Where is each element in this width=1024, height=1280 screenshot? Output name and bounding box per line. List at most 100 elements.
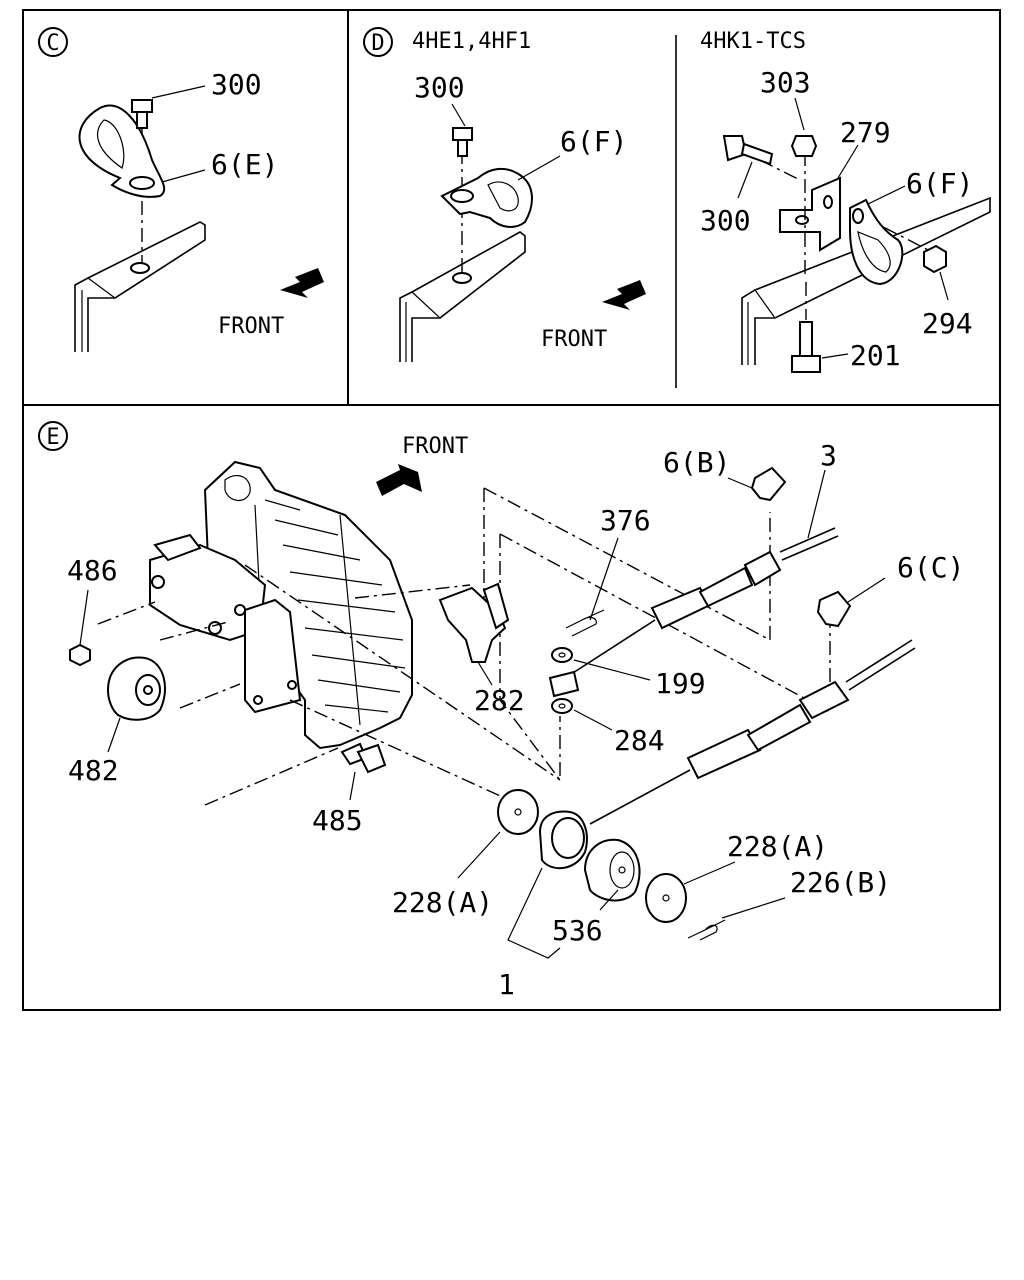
leader-226b: [721, 897, 786, 919]
label-282: 282: [474, 684, 525, 717]
label-300: 300: [211, 68, 262, 101]
frame-rail-edge: [754, 289, 776, 319]
bush-536-rubber-face: [609, 851, 635, 889]
frame-hole: [130, 262, 150, 274]
bolt-485-head: [356, 743, 387, 774]
panel-frames: [22, 9, 1001, 1011]
cable-lower: [589, 639, 916, 825]
washer-284-hole: [558, 703, 566, 709]
clamp-6e-inner: [96, 119, 125, 169]
nut-486: [69, 643, 91, 667]
variant-left-title: 4HE1,4HF1: [412, 29, 531, 54]
bush-536-cup-face: [551, 817, 585, 859]
leader-279: [837, 144, 859, 179]
guide-482: [159, 621, 229, 641]
bolt-201-shank: [799, 321, 813, 357]
guide-485: [204, 747, 339, 806]
label-199: 199: [655, 667, 706, 700]
bracket-279-slot: [823, 195, 833, 209]
bracket-279-hole: [795, 215, 809, 225]
label-284: 284: [614, 724, 665, 757]
leader-303: [794, 97, 805, 131]
leader-486: [79, 589, 89, 646]
label-536: 536: [552, 914, 603, 947]
washer-284: [551, 698, 573, 714]
label-1: 1: [498, 968, 515, 1001]
guide-housing: [244, 564, 561, 781]
front-label-d: FRONT: [541, 327, 607, 352]
nut-303: [790, 135, 818, 157]
bracket-assembly-1: [507, 867, 561, 959]
front-arrow-icon: [376, 464, 422, 496]
frame-rail-edge: [87, 239, 206, 299]
bolt-300-head: [131, 99, 153, 113]
label-201: 201: [850, 339, 901, 372]
label-226b: 226(B): [790, 866, 891, 899]
mount-bracket: [244, 598, 302, 714]
leader-300: [151, 85, 206, 99]
washer-199a: [551, 647, 573, 663]
label-6f: 6(F): [906, 167, 973, 200]
cable-end: [743, 550, 782, 587]
panel-d-id: D: [371, 31, 384, 56]
frame-rail: [741, 196, 991, 365]
clamp-6f-inner: [487, 181, 519, 212]
panel-c: C 300 6(E) FRONT: [38, 27, 324, 352]
label-3: 3: [820, 439, 837, 472]
panel-e-id: E: [46, 425, 59, 450]
clamp-6e-hole: [129, 176, 155, 190]
frame-rail: [74, 221, 206, 352]
panel-d-left: D 4HE1,4HF1 300 6(F) FRONT: [363, 27, 646, 362]
bracket-279: [779, 176, 841, 252]
damper-482-bore: [143, 685, 153, 695]
washer-228a-left-hole: [514, 808, 522, 816]
panel-d-marker: [363, 27, 393, 57]
clamp-6f-hole: [852, 208, 864, 224]
leader-228a-right: [683, 861, 736, 885]
panel-c-marker: [38, 27, 68, 57]
leader-284: [573, 709, 613, 731]
actuator-top: [153, 533, 202, 562]
frame-rail: [399, 231, 526, 362]
label-294: 294: [922, 307, 973, 340]
label-485: 485: [312, 804, 363, 837]
cable-boot: [698, 566, 754, 608]
washer-228a-right: [645, 873, 687, 923]
panel-e-marker: [38, 421, 68, 451]
mount-hole-2: [287, 680, 297, 690]
label-6e: 6(E): [211, 148, 278, 181]
cable-upper: [561, 527, 839, 681]
leader-228a-left: [457, 831, 501, 879]
pin-226b: [687, 919, 726, 941]
label-279: 279: [840, 116, 891, 149]
label-486: 486: [67, 554, 118, 587]
clamp-6f-inner: [857, 231, 891, 273]
frame-hole: [452, 272, 472, 284]
label-300: 300: [700, 204, 751, 237]
housing-ribs: [264, 499, 406, 713]
guide-washers: [499, 534, 561, 783]
leader-3: [807, 469, 826, 539]
leader-6f: [867, 185, 906, 205]
leader-482: [107, 717, 121, 753]
washer-199b: [548, 670, 580, 698]
washer-199a-hole: [558, 652, 566, 658]
panel-d-right: 4HK1-TCS 303 279 300 6(: [700, 29, 991, 373]
leader-199: [573, 659, 651, 681]
leader-6c: [847, 577, 886, 603]
guide-282: [354, 584, 471, 599]
cable-line: [845, 639, 916, 691]
bolt-300-shank: [136, 111, 148, 129]
label-6f: 6(F): [560, 125, 627, 158]
outer-frame: [22, 9, 1001, 1011]
actuator-bolt-1: [151, 575, 165, 589]
nut-294: [923, 244, 947, 274]
leader-536: [599, 889, 619, 911]
cable-line: [779, 527, 839, 561]
leader-376: [589, 537, 619, 621]
label-376: 376: [600, 504, 651, 537]
leader-294: [939, 271, 949, 301]
bracket-282-tab: [482, 582, 510, 630]
front-label-e: FRONT: [402, 434, 468, 459]
front-arrow-icon: [602, 280, 646, 310]
